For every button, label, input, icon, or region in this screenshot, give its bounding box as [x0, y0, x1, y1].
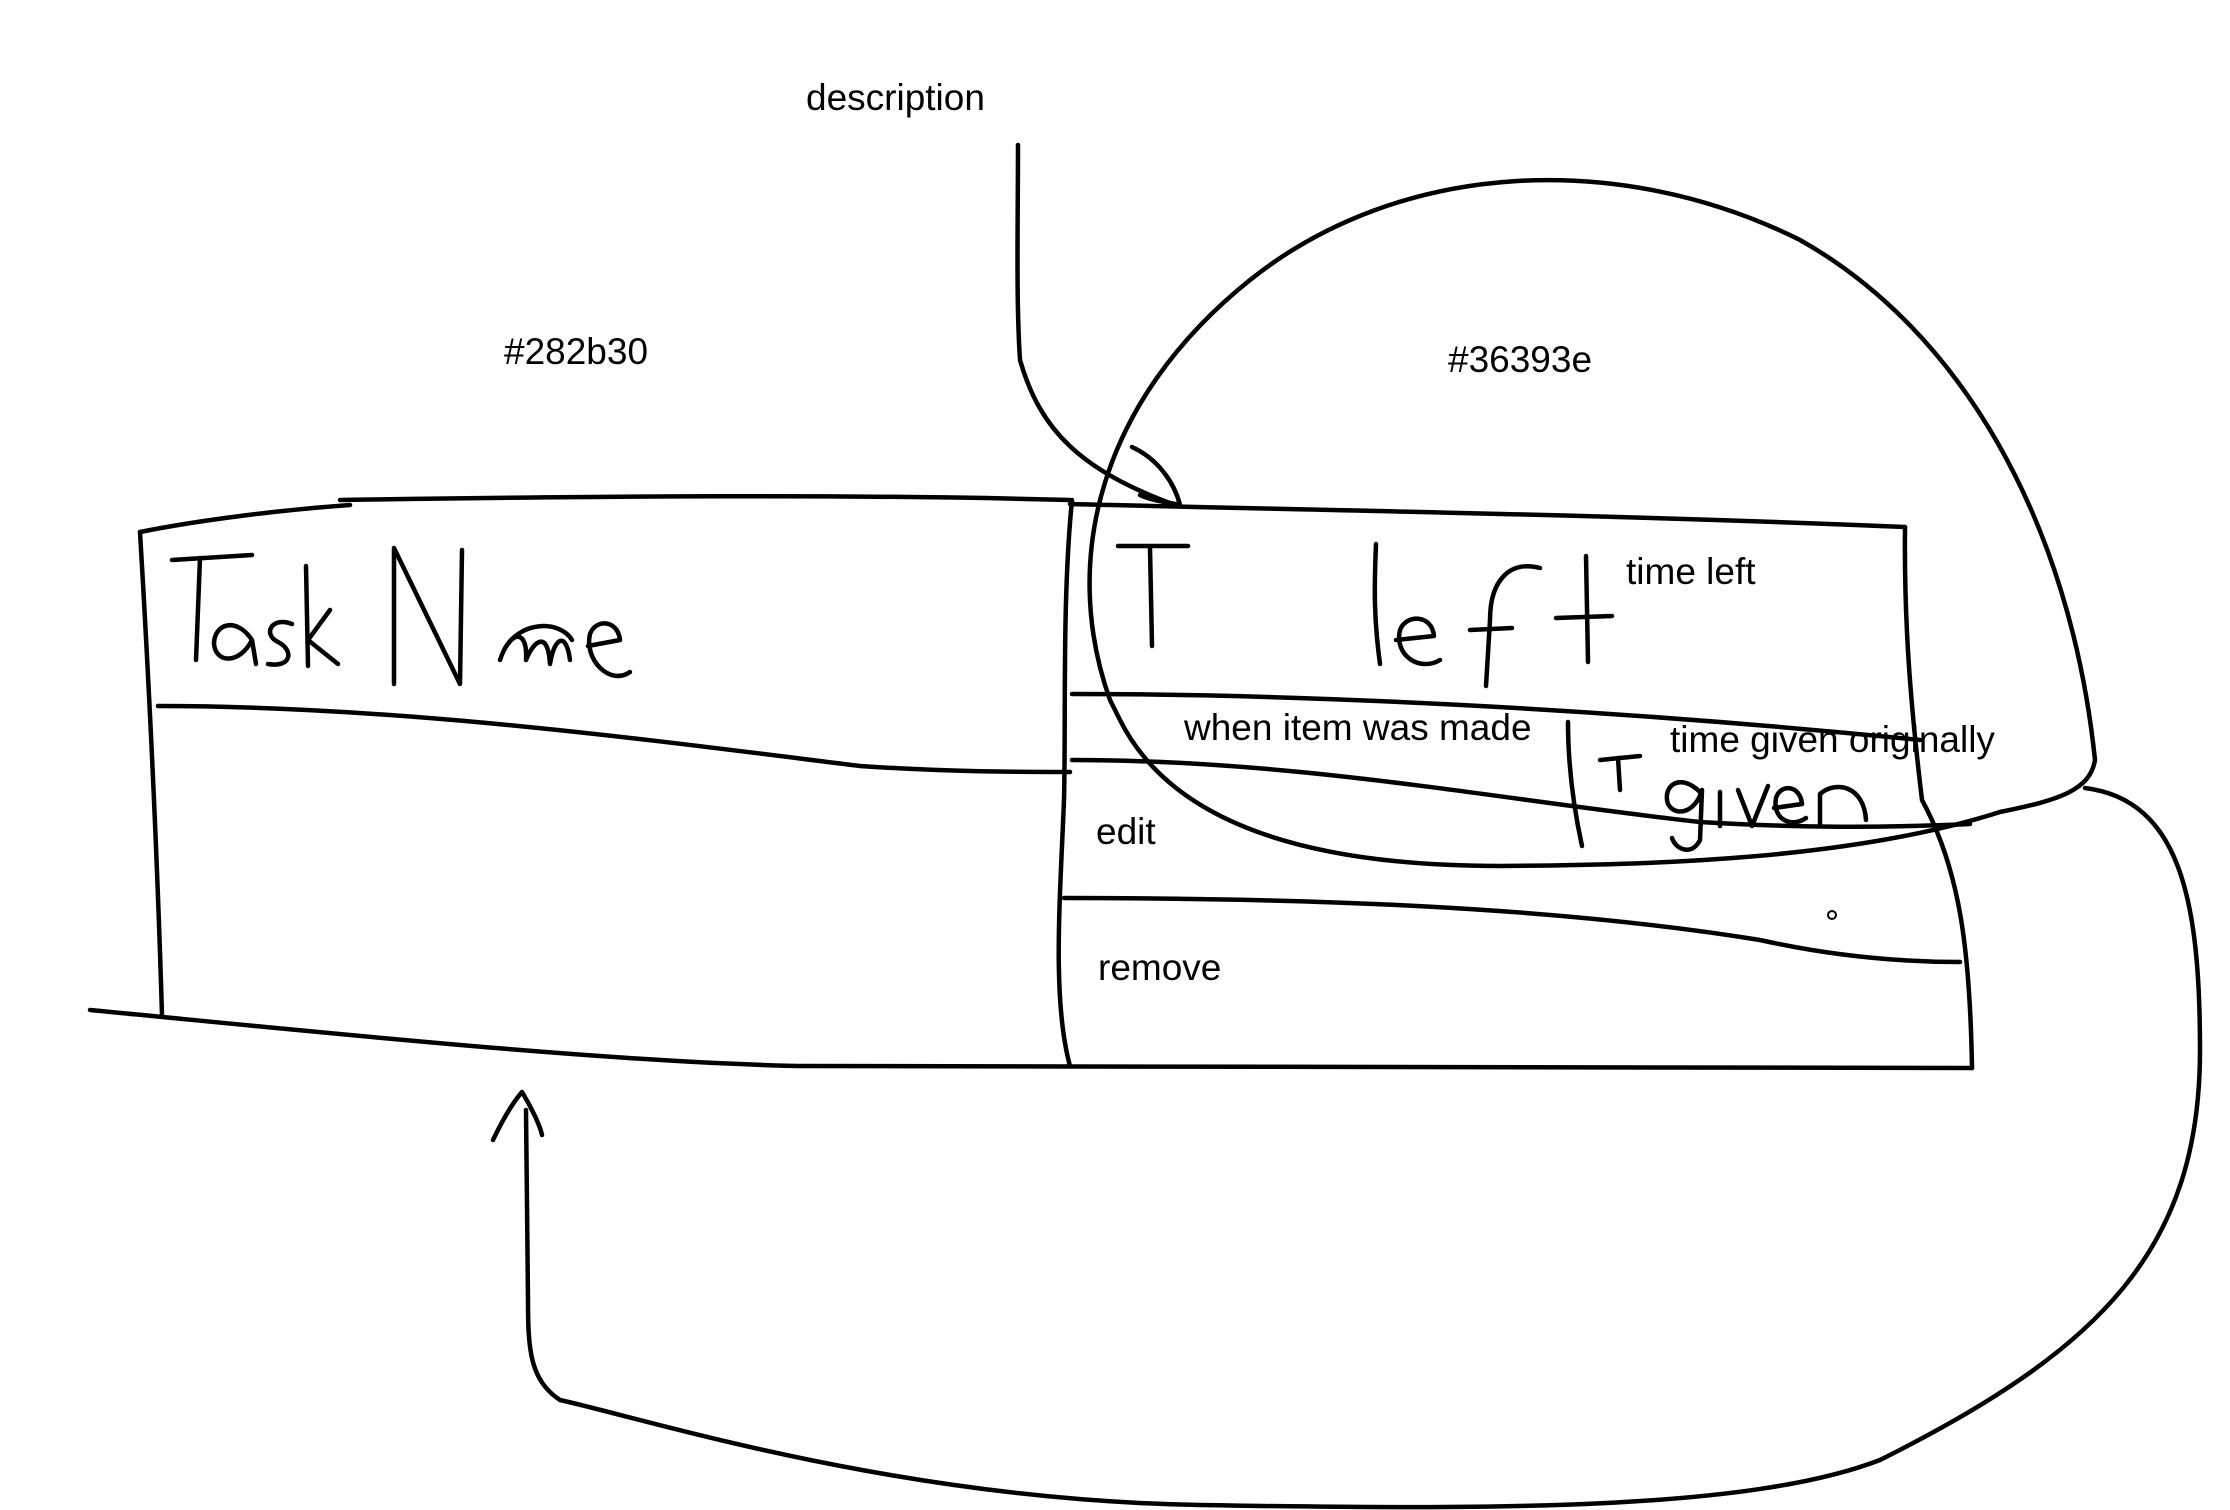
description-bubble: [1087, 177, 2098, 869]
handwritten-task-name: [169, 545, 633, 687]
task-card-left-panel: [87, 493, 1975, 1071]
handwritten-t-given: [1597, 753, 1869, 852]
left-color-label: #282b30: [504, 331, 648, 372]
right-color-label: #36393e: [1448, 339, 1592, 380]
stray-dot: [1827, 910, 1837, 920]
panel-divider: [1056, 497, 1075, 1069]
description-arrow: [1015, 142, 1183, 508]
return-arrow: [490, 785, 2203, 1510]
description-label: description: [806, 77, 985, 118]
handwritten-t-left: [1115, 541, 1615, 689]
when-made-label: when item was made: [1183, 707, 1532, 748]
edit-label[interactable]: edit: [1096, 811, 1156, 852]
time-given-label: time given originally: [1670, 719, 1995, 760]
remove-label[interactable]: remove: [1098, 947, 1221, 988]
time-left-label: time left: [1626, 551, 1756, 592]
